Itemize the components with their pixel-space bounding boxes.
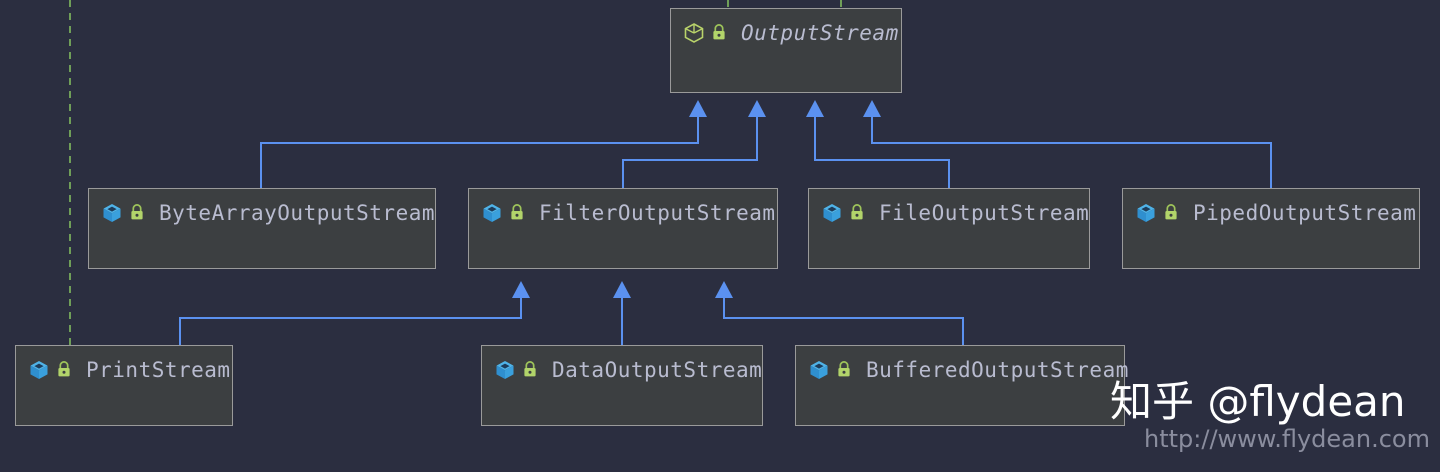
node-header: FileOutputStream: [809, 196, 1089, 230]
class-cube-icon: [494, 359, 516, 381]
inheritance-arrowhead-data-output-stream: [613, 281, 631, 298]
node-header: OutputStream: [671, 16, 899, 50]
uml-class-node-data-output-stream[interactable]: DataOutputStream: [481, 345, 763, 426]
protected-lock-icon: [522, 361, 538, 379]
generalization-edge-filter-output-stream-to-output-stream: [622, 114, 758, 188]
node-icon-group: [821, 202, 865, 224]
protected-lock-icon: [509, 204, 525, 222]
class-cube-icon: [101, 202, 123, 224]
uml-class-node-print-stream[interactable]: PrintStream: [15, 345, 233, 426]
class-cube-icon: [821, 202, 843, 224]
class-cube-icon: [28, 359, 50, 381]
uml-class-node-piped-output-stream[interactable]: PipedOutputStream: [1122, 188, 1420, 269]
watermark-url: http://www.flydean.com: [1144, 425, 1430, 454]
node-header: PrintStream: [16, 353, 231, 387]
generalization-edge-byte-array-output-stream-to-output-stream: [260, 114, 699, 188]
watermark-title: 知乎 @flydean: [1110, 377, 1406, 426]
class-cube-icon: [481, 202, 503, 224]
class-cube-icon: [808, 359, 830, 381]
abstract-class-cube-icon: [683, 22, 705, 44]
class-name-label: ByteArrayOutputStream: [159, 201, 436, 225]
generalization-edge-piped-output-stream-to-output-stream: [871, 114, 1272, 188]
uml-class-node-buffered-output-stream[interactable]: BufferedOutputStream: [795, 345, 1128, 426]
inheritance-arrowhead-buffered-output-stream: [715, 281, 733, 298]
node-icon-group: [808, 359, 852, 381]
node-icon-group: [101, 202, 145, 224]
inheritance-arrowhead-print-stream: [512, 281, 530, 298]
uml-class-node-file-output-stream[interactable]: FileOutputStream: [808, 188, 1090, 269]
node-icon-group: [481, 202, 525, 224]
node-icon-group: [494, 359, 538, 381]
watermark: 知乎 @flydean http://www.flydean.com: [1110, 377, 1430, 454]
generalization-edge-buffered-output-stream-to-filter-output-stream: [723, 295, 964, 345]
protected-lock-icon: [849, 204, 865, 222]
protected-lock-icon: [56, 361, 72, 379]
generalization-edge-file-output-stream-to-output-stream: [814, 114, 950, 188]
class-name-label: BufferedOutputStream: [866, 358, 1129, 382]
class-name-label: FileOutputStream: [879, 201, 1090, 225]
node-header: DataOutputStream: [482, 353, 762, 387]
node-icon-group: [1135, 202, 1179, 224]
inheritance-arrowhead-file-output-stream: [806, 100, 824, 117]
class-name-label: PipedOutputStream: [1193, 201, 1417, 225]
class-cube-icon: [1135, 202, 1157, 224]
uml-class-node-byte-array-output-stream[interactable]: ByteArrayOutputStream: [88, 188, 436, 269]
protected-lock-icon: [129, 204, 145, 222]
uml-class-node-filter-output-stream[interactable]: FilterOutputStream: [468, 188, 778, 269]
node-icon-group: [683, 22, 727, 44]
protected-lock-icon: [711, 24, 727, 42]
node-header: BufferedOutputStream: [796, 353, 1129, 387]
uml-class-node-output-stream[interactable]: OutputStream: [670, 8, 902, 93]
class-name-label: PrintStream: [86, 358, 231, 382]
inheritance-arrowhead-byte-array-output-stream: [689, 100, 707, 117]
class-name-label: DataOutputStream: [552, 358, 763, 382]
node-header: FilterOutputStream: [469, 196, 776, 230]
protected-lock-icon: [1163, 204, 1179, 222]
node-header: ByteArrayOutputStream: [89, 196, 435, 230]
node-icon-group: [28, 359, 72, 381]
inheritance-arrowhead-piped-output-stream: [863, 100, 881, 117]
class-name-label: FilterOutputStream: [539, 201, 776, 225]
protected-lock-icon: [836, 361, 852, 379]
generalization-edge-print-stream-to-filter-output-stream: [179, 295, 522, 345]
class-name-label: OutputStream: [741, 21, 899, 45]
inheritance-arrowhead-filter-output-stream: [748, 100, 766, 117]
node-header: PipedOutputStream: [1123, 196, 1416, 230]
